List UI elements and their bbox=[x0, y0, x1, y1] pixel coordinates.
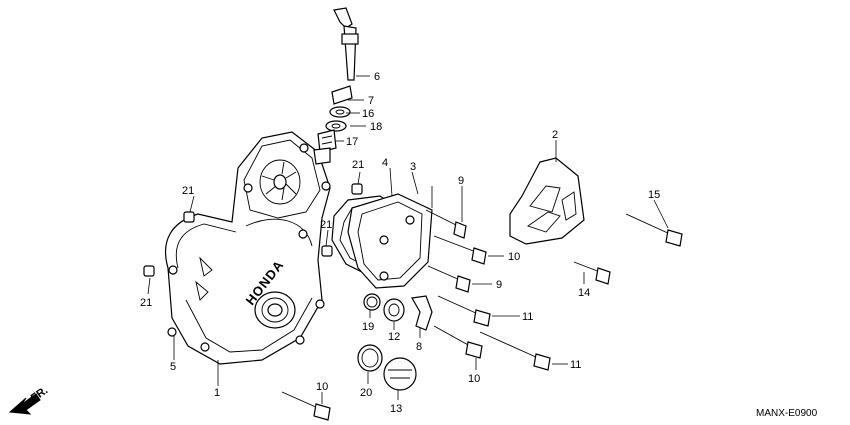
callout-2: 2 bbox=[552, 129, 558, 141]
callout-21-mid: 21 bbox=[320, 219, 332, 231]
shift-spindle-assembly bbox=[313, 7, 359, 165]
callout-10-bottom: 10 bbox=[316, 381, 328, 393]
callout-4: 4 bbox=[382, 157, 388, 169]
callout-12: 12 bbox=[388, 331, 400, 343]
callout-11-lower: 11 bbox=[570, 359, 581, 371]
callout-5: 5 bbox=[170, 361, 176, 373]
callout-18: 18 bbox=[370, 121, 382, 133]
callout-21-left-lower: 21 bbox=[140, 297, 152, 309]
gasket-and-cover bbox=[331, 193, 433, 289]
callout-10-lower: 10 bbox=[468, 373, 480, 385]
callout-17: 17 bbox=[346, 136, 358, 148]
callout-9-lower: 9 bbox=[496, 279, 502, 291]
left-crankcase-cover: HONDA bbox=[164, 131, 331, 365]
callout-15: 15 bbox=[648, 189, 660, 201]
callout-8: 8 bbox=[416, 341, 422, 353]
callout-21-left-upper: 21 bbox=[182, 185, 194, 197]
front-direction-indicator: FR. bbox=[8, 384, 50, 415]
callout-6: 6 bbox=[374, 71, 380, 83]
leader-lines bbox=[147, 75, 669, 404]
callout-1: 1 bbox=[214, 387, 220, 399]
callout-7: 7 bbox=[368, 95, 374, 107]
callout-16: 16 bbox=[362, 108, 374, 120]
dowel-pins bbox=[143, 183, 363, 277]
callout-20: 20 bbox=[360, 387, 372, 399]
callout-14: 14 bbox=[578, 287, 590, 299]
drawing-code: MANX-E0900 bbox=[756, 408, 818, 419]
plugs-and-orings bbox=[357, 293, 433, 391]
callout-numbers: 6 7 16 18 17 21 4 3 9 2 15 10 9 14 11 11… bbox=[140, 71, 660, 415]
callout-19: 19 bbox=[362, 321, 374, 333]
bolts bbox=[281, 209, 683, 421]
callout-21-top: 21 bbox=[352, 159, 364, 171]
callout-10-mid: 10 bbox=[508, 251, 520, 263]
callout-3: 3 bbox=[410, 161, 416, 173]
sprocket-cover bbox=[509, 157, 585, 245]
front-arrow-icon bbox=[8, 393, 41, 415]
callout-11-upper: 11 bbox=[522, 311, 533, 323]
callout-9-upper: 9 bbox=[458, 175, 464, 187]
callout-13: 13 bbox=[390, 403, 402, 415]
